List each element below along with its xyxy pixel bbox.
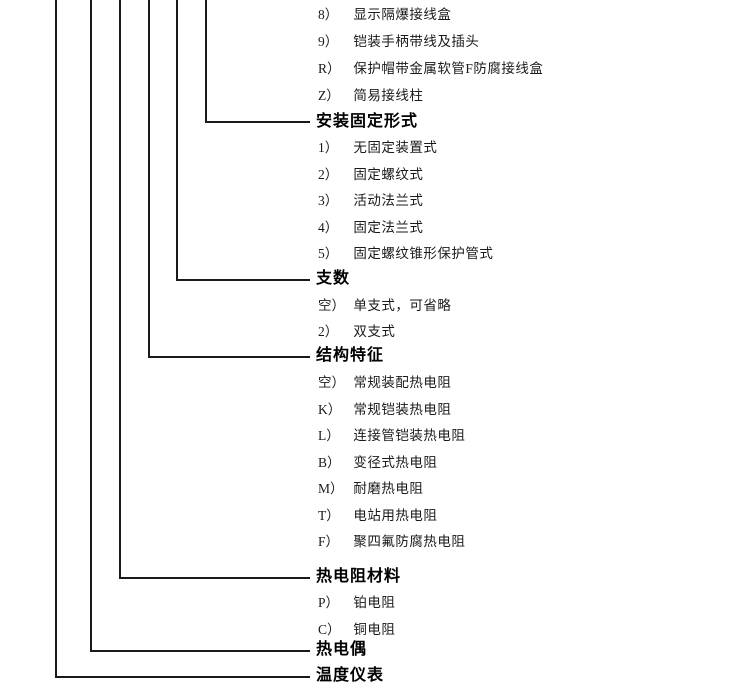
item-label: 聚四氟防腐热电阻	[353, 534, 466, 549]
list-item: 8） 显示隔爆接线盒	[318, 5, 451, 25]
connector-hline-rtd-material	[119, 577, 310, 579]
list-item: 1） 无固定装置式	[318, 138, 437, 158]
item-label: 固定螺纹式	[353, 167, 424, 182]
item-code: 2）	[318, 167, 339, 182]
connector-vline-thermocouple	[90, 0, 92, 652]
connector-hline-temperature-instrument	[55, 676, 310, 678]
section-heading-rtd-material: 热电阻材料	[316, 568, 402, 585]
item-label: 活动法兰式	[353, 193, 424, 208]
item-code: M）	[318, 481, 344, 496]
connector-vline-temperature-instrument	[55, 0, 57, 678]
item-code: Z）	[318, 88, 340, 103]
list-item: 3） 活动法兰式	[318, 191, 423, 211]
connector-hline-mounting-type	[205, 121, 310, 123]
item-code: C）	[318, 622, 341, 637]
item-label: 常规铠装热电阻	[353, 402, 452, 417]
section-heading-mounting-type: 安装固定形式	[316, 113, 419, 130]
list-item: M） 耐磨热电阻	[318, 479, 423, 499]
connector-vline-mounting-type	[205, 0, 207, 123]
section-heading-temperature-instrument: 温度仪表	[316, 667, 385, 684]
item-code: T）	[318, 508, 340, 523]
item-label: 变径式热电阻	[353, 455, 438, 470]
list-item: Z） 简易接线柱	[318, 86, 423, 106]
connector-vline-branch-count	[176, 0, 178, 281]
item-code: 1）	[318, 140, 339, 155]
connector-hline-thermocouple	[90, 650, 310, 652]
item-label: 铜电阻	[353, 622, 396, 637]
item-code: 空）	[318, 375, 345, 390]
item-code: 2）	[318, 324, 339, 339]
section-heading-thermocouple: 热电偶	[316, 641, 368, 658]
item-label: 连接管铠装热电阻	[353, 428, 466, 443]
item-code: 9）	[318, 34, 339, 49]
list-item: P） 铂电阻	[318, 593, 395, 613]
connector-hline-branch-count	[176, 279, 310, 281]
list-item: L） 连接管铠装热电阻	[318, 426, 465, 446]
list-item: 2） 双支式	[318, 322, 395, 342]
item-label: 耐磨热电阻	[353, 481, 424, 496]
list-item: R） 保护帽带金属软管F防腐接线盒	[318, 59, 543, 79]
item-label: 双支式	[353, 324, 396, 339]
list-item: B） 变径式热电阻	[318, 453, 437, 473]
connector-hline-structure-feature	[148, 356, 310, 358]
section-heading-structure-feature: 结构特征	[316, 347, 385, 364]
item-label: 固定法兰式	[353, 220, 424, 235]
item-label: 保护帽带金属软管F防腐接线盒	[353, 61, 544, 76]
item-label: 简易接线柱	[353, 88, 424, 103]
item-code: K）	[318, 402, 342, 417]
item-code: 4）	[318, 220, 339, 235]
list-item: 9） 铠装手柄带线及插头	[318, 32, 479, 52]
list-item: K） 常规铠装热电阻	[318, 400, 451, 420]
connector-vline-rtd-material	[119, 0, 121, 579]
list-item: T） 电站用热电阻	[318, 506, 437, 526]
item-code: 8）	[318, 7, 339, 22]
item-label: 常规装配热电阻	[353, 375, 452, 390]
item-code: F）	[318, 534, 340, 549]
list-item: 2） 固定螺纹式	[318, 165, 423, 185]
connector-vline-structure-feature	[148, 0, 150, 358]
item-label: 铂电阻	[353, 595, 396, 610]
item-label: 无固定装置式	[353, 140, 438, 155]
item-label: 单支式，可省略	[353, 298, 452, 313]
list-item: 5） 固定螺纹锥形保护管式	[318, 244, 493, 264]
item-label: 显示隔爆接线盒	[353, 7, 452, 22]
item-code: R）	[318, 61, 341, 76]
item-label: 固定螺纹锥形保护管式	[353, 246, 494, 261]
item-code: P）	[318, 595, 340, 610]
section-heading-branch-count: 支数	[316, 270, 351, 287]
item-code: 空）	[318, 298, 345, 313]
list-item: 空） 单支式，可省略	[318, 296, 451, 316]
list-item: F） 聚四氟防腐热电阻	[318, 532, 465, 552]
list-item: 空） 常规装配热电阻	[318, 373, 451, 393]
item-code: L）	[318, 428, 340, 443]
item-code: B）	[318, 455, 341, 470]
item-label: 铠装手柄带线及插头	[353, 34, 480, 49]
item-label: 电站用热电阻	[353, 508, 438, 523]
item-code: 5）	[318, 246, 339, 261]
item-code: 3）	[318, 193, 339, 208]
list-item: 4） 固定法兰式	[318, 218, 423, 238]
list-item: C） 铜电阻	[318, 620, 395, 640]
